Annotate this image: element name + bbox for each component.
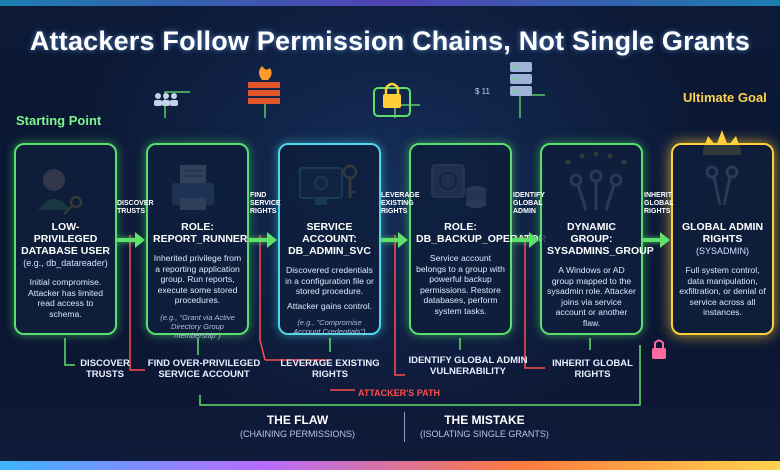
flaw-subtitle: (CHAINING PERMISSIONS) bbox=[240, 429, 356, 439]
red-path-3 bbox=[394, 235, 405, 376]
server-icon bbox=[510, 62, 532, 96]
card-low-privileged-user: LOW-PRIVILEGED DATABASE USER (e.g., db_d… bbox=[14, 143, 117, 335]
bottom-gradient-strip bbox=[0, 461, 780, 470]
card-description: Discovered credentials in a configuratio… bbox=[285, 265, 374, 296]
bottom-step-5: INHERIT GLOBAL RIGHTS bbox=[552, 358, 633, 380]
red-path-4 bbox=[524, 235, 545, 369]
card-description: Initial compromise. Attacker has limited… bbox=[28, 277, 103, 319]
green-loop-1 bbox=[64, 338, 75, 366]
card-backup-operator: ROLE: DB_BACKUP_OPERATOR Service account… bbox=[409, 143, 547, 335]
attackers-path-label: ATTACKER'S PATH bbox=[358, 388, 440, 398]
card-service-account: SERVICE ACCOUNT: DB_ADMIN_SVC Discovered… bbox=[278, 143, 381, 336]
mistake-subtitle: (ISOLATING SINGLE GRANTS) bbox=[420, 429, 549, 439]
step-label-4: IDENTIFY GLOBAL ADMIN bbox=[513, 192, 545, 215]
card-description-2: Attacker gains control. bbox=[286, 300, 373, 311]
divider bbox=[404, 412, 405, 442]
card-title: GLOBAL ADMIN RIGHTS bbox=[681, 221, 764, 245]
small-lock-icon bbox=[652, 339, 666, 359]
arrow-3 bbox=[381, 232, 408, 248]
firewall-icon bbox=[248, 66, 280, 104]
card-description: Service account belongs to a group with … bbox=[416, 253, 505, 316]
step-label-5: INHERIT GLOBAL RIGHTS bbox=[644, 192, 674, 215]
card-description: Full system control, data manipulation, … bbox=[679, 265, 766, 317]
card-report-runner: ROLE: REPORT_RUNNER Inherited privilege … bbox=[146, 143, 249, 340]
card-description: Inherited privilege from a reporting app… bbox=[153, 253, 242, 305]
card-title: DYNAMIC GROUP: SYSADMINS_GROUP bbox=[547, 221, 654, 257]
padlock-icon bbox=[373, 82, 411, 117]
bottom-step-4: IDENTIFY GLOBAL ADMIN VULNERABILITY bbox=[408, 355, 528, 377]
arrow-5 bbox=[643, 232, 670, 248]
bottom-step-3: LEVERAGE EXISTING RIGHTS bbox=[280, 358, 380, 380]
connector-top-1 bbox=[164, 91, 190, 118]
red-path-1 bbox=[129, 235, 145, 371]
card-subtitle: (SYSADMIN) bbox=[695, 246, 749, 256]
top-gradient-strip bbox=[0, 0, 780, 6]
ultimate-goal-label: Ultimate Goal bbox=[683, 90, 767, 105]
card-title: ROLE: DB_BACKUP_OPERATOR bbox=[416, 221, 547, 245]
green-loop-6 bbox=[199, 345, 641, 406]
red-path-2 bbox=[259, 235, 266, 361]
page-title: Attackers Follow Permission Chains, Not … bbox=[29, 26, 751, 56]
card-title: SERVICE ACCOUNT: DB_ADMIN_SVC bbox=[288, 221, 371, 257]
starting-point-label: Starting Point bbox=[16, 113, 102, 128]
arrow-4 bbox=[512, 232, 539, 248]
arrow-1 bbox=[117, 232, 145, 248]
the-mistake: THE MISTAKE (ISOLATING SINGLE GRANTS) bbox=[420, 413, 549, 439]
step-label-3: LEVERAGE EXISTING RIGHTS bbox=[381, 192, 420, 215]
users-icon bbox=[154, 93, 178, 106]
card-description: A Windows or AD group mapped to the sysa… bbox=[547, 265, 636, 328]
card-title: ROLE: REPORT_RUNNER bbox=[153, 221, 248, 245]
flaw-title: THE FLAW bbox=[266, 413, 329, 427]
step-label-2: FIND SERVICE RIGHTS bbox=[250, 192, 281, 215]
card-title: LOW-PRIVILEGED DATABASE USER bbox=[21, 221, 110, 257]
card-subtitle: (e.g., db_datareader) bbox=[23, 258, 108, 268]
bottom-step-2: FIND OVER-PRIVILEGED SERVICE ACCOUNT bbox=[147, 358, 261, 380]
mistake-title: THE MISTAKE bbox=[444, 413, 525, 427]
card-note: (e.g., "Grant via Active Directory Group… bbox=[160, 312, 235, 340]
top-icon-text: $ 11 bbox=[475, 87, 490, 96]
card-note: (e.g., "Compromise Account Credentials") bbox=[293, 318, 366, 336]
the-flaw: THE FLAW (CHAINING PERMISSIONS) bbox=[240, 413, 355, 439]
bottom-step-1: DISCOVER TRUSTS bbox=[80, 358, 130, 380]
step-label-1: DISCOVER TRUSTS bbox=[117, 200, 154, 215]
arrow-2 bbox=[249, 232, 277, 248]
card-global-admin: GLOBAL ADMIN RIGHTS (SYSADMIN) Full syst… bbox=[671, 143, 774, 335]
card-sysadmins-group: DYNAMIC GROUP: SYSADMINS_GROUP A Windows… bbox=[540, 143, 654, 335]
